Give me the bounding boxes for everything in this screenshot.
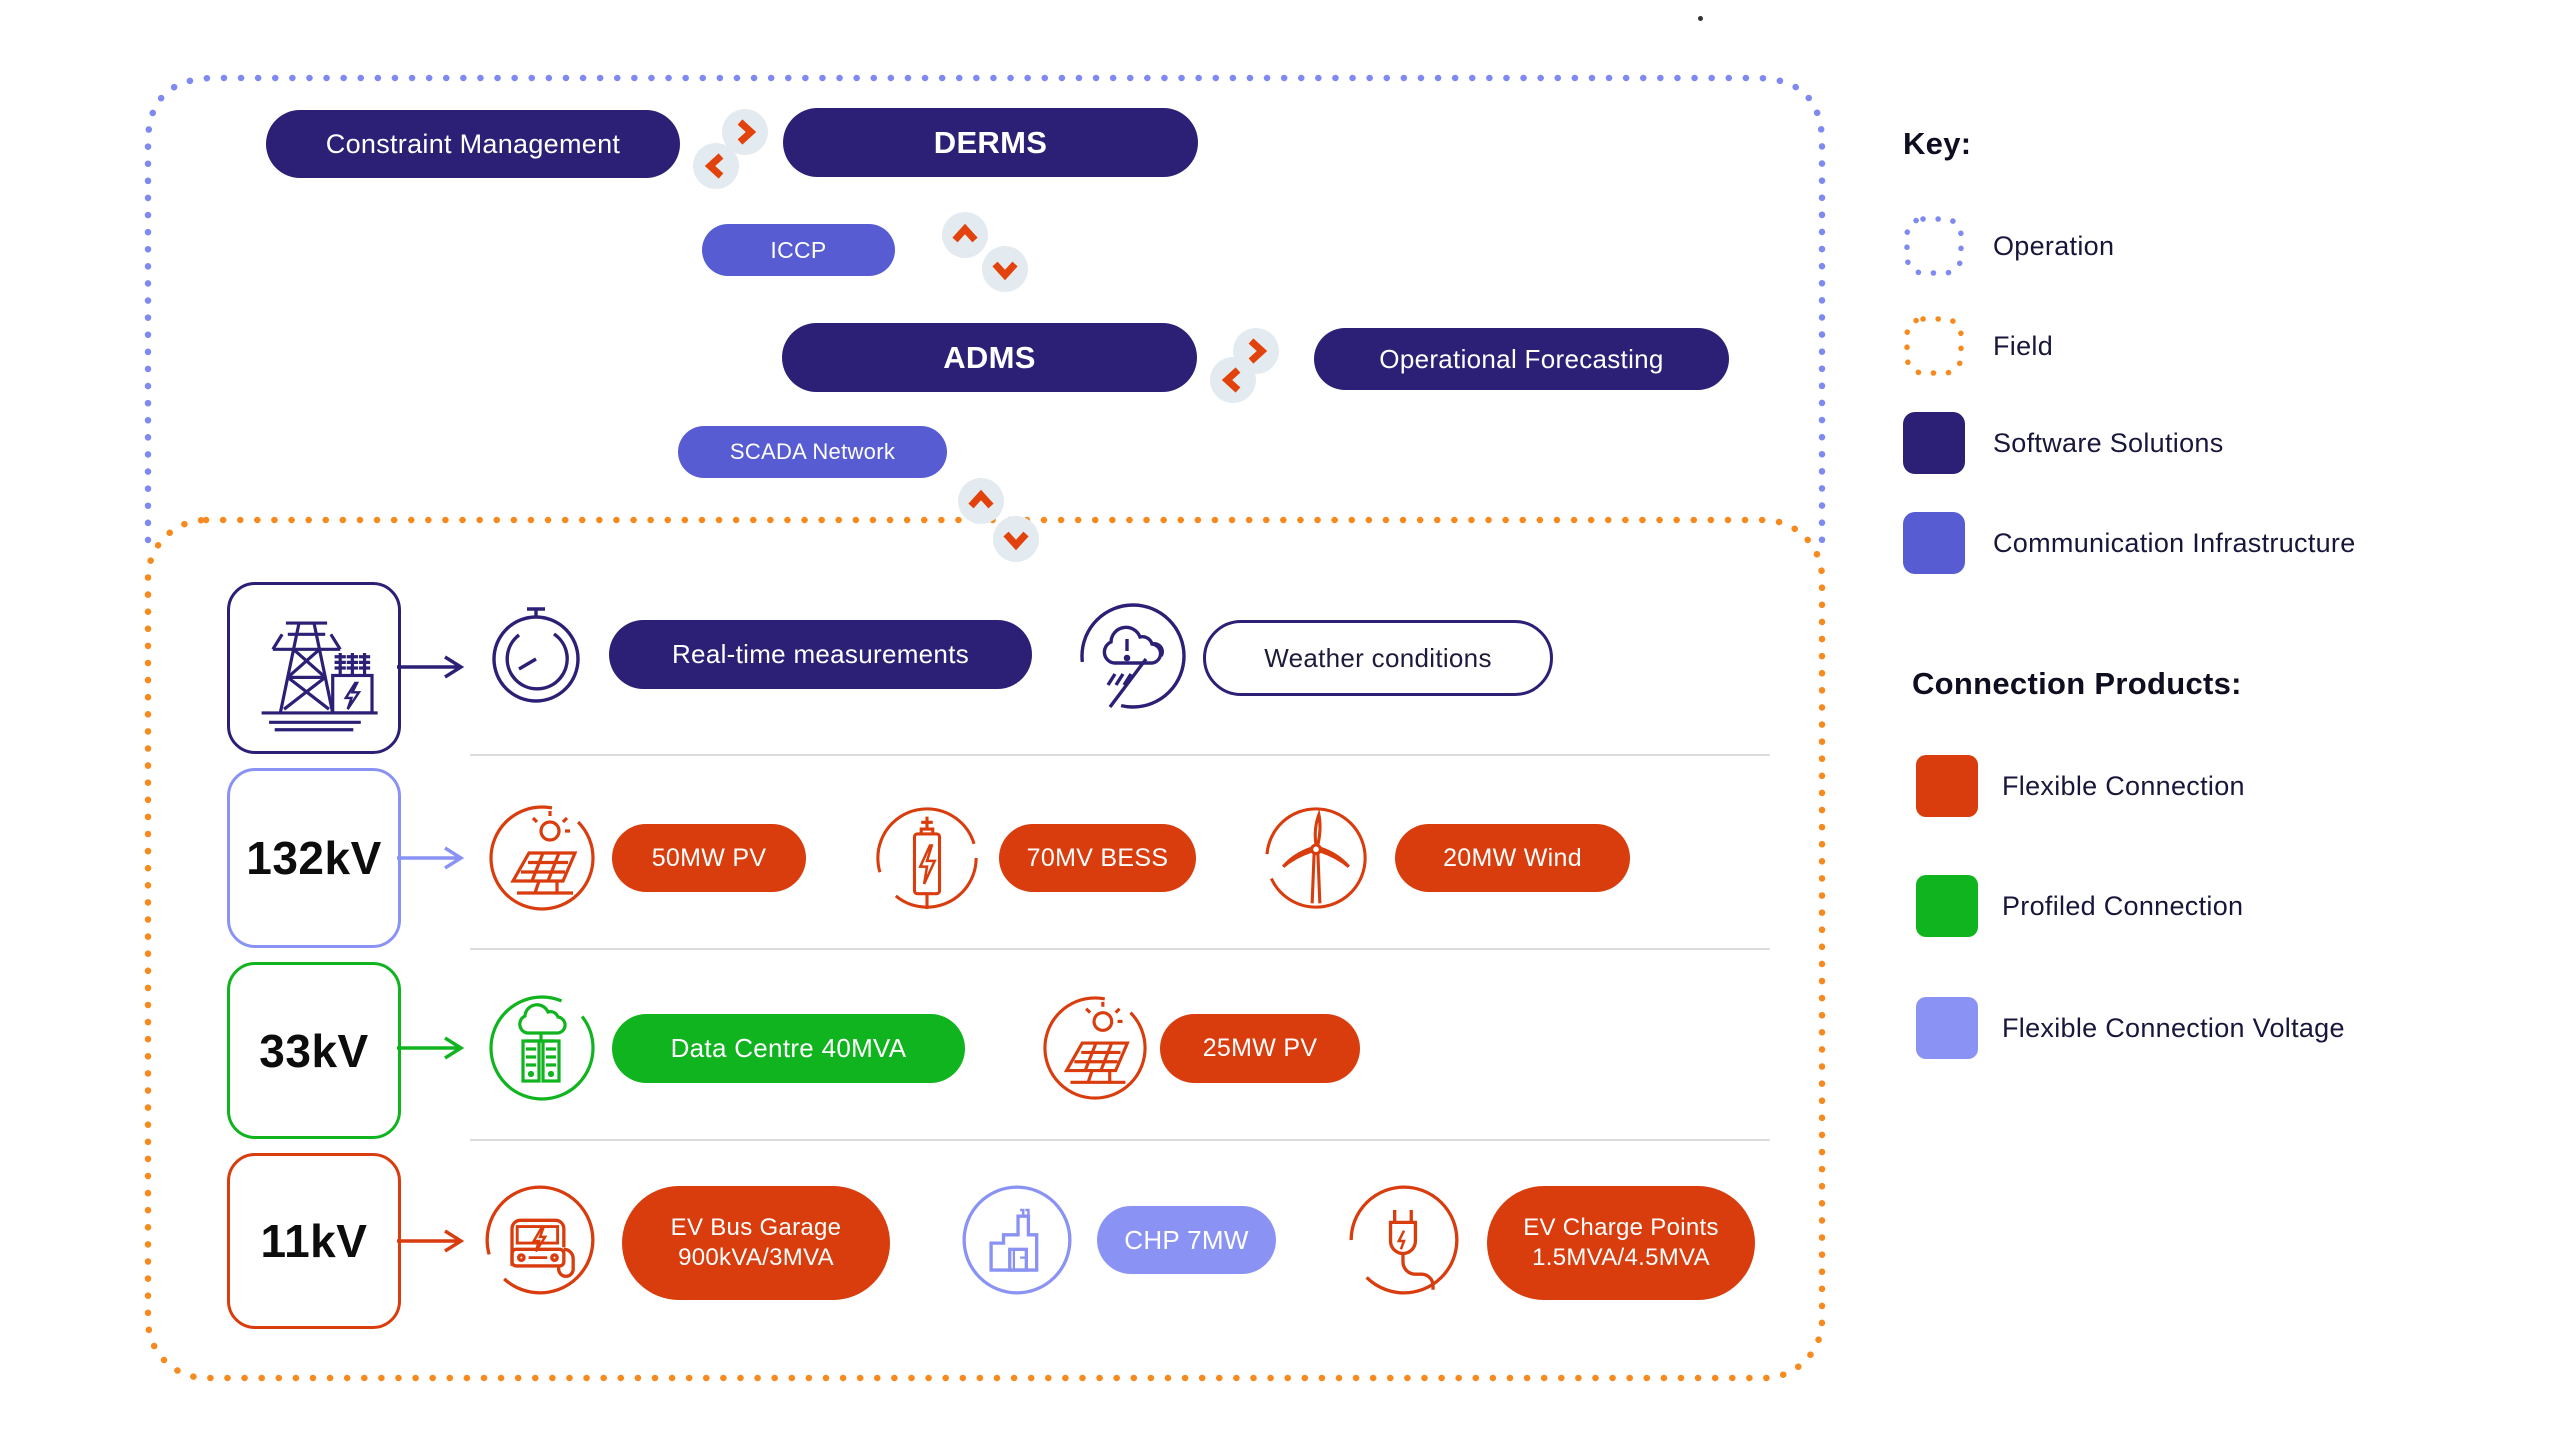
constraint-management-pill: Constraint Management: [266, 110, 680, 178]
chevron-left-icon: [704, 153, 724, 179]
adms-pill: ADMS: [782, 323, 1197, 392]
wind-turbine-icon: [1263, 805, 1369, 911]
key-item-operation: Operation: [1903, 215, 2114, 277]
voltage-box-132kv: 132kV: [227, 768, 401, 948]
exchange-left-chevron-badge: [693, 143, 739, 189]
key-label-flexible-connection: Flexible Connection: [2002, 770, 2245, 801]
iccp-pill: ICCP: [702, 224, 895, 276]
ev-charge-plug-icon: [1347, 1183, 1461, 1297]
25mw-pv-pill: 25MW PV: [1160, 1014, 1360, 1083]
solar-pv-icon-2: [1041, 994, 1149, 1102]
arrow-right-green: [397, 1036, 465, 1060]
connection-products-title: Connection Products:: [1912, 666, 2242, 701]
battery-bess-icon: [874, 805, 980, 911]
row-divider: [470, 754, 1770, 756]
flexible-connection-swatch: [1916, 755, 1978, 817]
voltage-box-11kv: 11kV: [227, 1153, 401, 1329]
key-item-software-solutions: Software Solutions: [1903, 412, 2224, 474]
scada-network-pill: SCADA Network: [678, 426, 947, 478]
software-solutions-swatch: [1903, 412, 1965, 474]
key-item-flexible-connection-voltage: Flexible Connection Voltage: [1916, 997, 2345, 1059]
operational-forecasting-pill: Operational Forecasting: [1314, 328, 1729, 390]
exchange-down-chevron-badge-2: [993, 516, 1039, 562]
key-label-software-solutions: Software Solutions: [1993, 427, 2224, 458]
50mw-pv-pill: 50MW PV: [612, 824, 806, 892]
chevron-down-icon: [1003, 531, 1029, 551]
row-divider: [470, 948, 1770, 950]
chevron-right-icon: [1248, 338, 1268, 364]
row-divider: [470, 1139, 1770, 1141]
20mw-wind-pill: 20MW Wind: [1395, 824, 1630, 892]
operation-swatch: [1904, 216, 1964, 276]
exchange-up-chevron-badge-2: [958, 478, 1004, 524]
exchange-right-chevron-badge-2: [1233, 328, 1279, 374]
chp-pill: CHP 7MW: [1097, 1206, 1276, 1274]
gauge-icon: [481, 600, 591, 710]
key-item-communication-infrastructure: Communication Infrastructure: [1903, 512, 2356, 574]
ev-bus-icon: [483, 1183, 597, 1297]
ev-charge-points-line2: 1.5MVA/4.5MVA: [1532, 1244, 1710, 1271]
chevron-left-icon: [1221, 367, 1241, 393]
key-label-operation: Operation: [1993, 230, 2115, 261]
real-time-measurements-pill: Real-time measurements: [609, 620, 1032, 689]
key-label-flexible-connection-voltage: Flexible Connection Voltage: [2002, 1012, 2345, 1043]
exchange-left-chevron-badge-2: [1210, 357, 1256, 403]
weather-conditions-pill: Weather conditions: [1203, 620, 1553, 696]
key-item-profiled-connection: Profiled Connection: [1916, 875, 2243, 937]
stray-dot: [1698, 16, 1703, 21]
substation-source-box: [227, 582, 401, 754]
data-centre-icon: [487, 993, 597, 1103]
key-item-field: Field: [1903, 315, 2053, 377]
chevron-right-icon: [737, 119, 757, 145]
chevron-up-icon: [968, 489, 994, 509]
key-label-communication-infrastructure: Communication Infrastructure: [1993, 527, 2356, 558]
arrow-right-navy: [397, 655, 465, 679]
chp-building-icon: [960, 1183, 1074, 1297]
ev-charge-points-line1: EV Charge Points: [1523, 1214, 1719, 1241]
ev-charge-points-pill: EV Charge Points 1.5MVA/4.5MVA: [1487, 1186, 1755, 1300]
arrow-right-red: [397, 1229, 465, 1253]
arrow-right-periwinkle: [397, 846, 465, 870]
key-label-profiled-connection: Profiled Connection: [2002, 890, 2244, 921]
pylon-transformer-icon: [261, 621, 378, 732]
solar-pv-icon: [487, 803, 597, 913]
chevron-up-icon: [952, 223, 978, 243]
key-label-field: Field: [1993, 330, 2054, 361]
key-title: Key:: [1903, 126, 1972, 161]
ev-bus-garage-pill: EV Bus Garage 900kVA/3MVA: [622, 1186, 890, 1300]
flexible-connection-voltage-swatch: [1916, 997, 1978, 1059]
field-swatch: [1904, 316, 1964, 376]
ev-bus-garage-line2: 900kVA/3MVA: [678, 1244, 834, 1271]
data-centre-pill: Data Centre 40MVA: [612, 1014, 965, 1083]
exchange-down-chevron-badge: [982, 246, 1028, 292]
ev-bus-garage-line1: EV Bus Garage: [670, 1214, 842, 1241]
profiled-connection-swatch: [1916, 875, 1978, 937]
key-item-flexible-connection: Flexible Connection: [1916, 755, 2245, 817]
communication-infrastructure-swatch: [1903, 512, 1965, 574]
weather-icon: [1078, 601, 1188, 711]
exchange-up-chevron-badge: [942, 212, 988, 258]
voltage-box-33kv: 33kV: [227, 962, 401, 1139]
70mv-bess-pill: 70MV BESS: [999, 824, 1196, 892]
derms-pill: DERMS: [783, 108, 1198, 177]
chevron-down-icon: [992, 261, 1018, 281]
